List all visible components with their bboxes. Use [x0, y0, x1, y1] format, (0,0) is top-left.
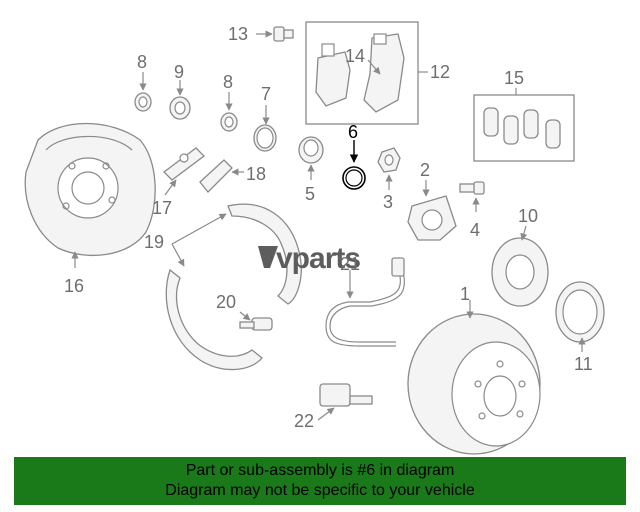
part-9-seal[interactable]: [169, 80, 191, 120]
part-8-washer-right[interactable]: [220, 92, 238, 132]
part-16-backing-plate[interactable]: [24, 122, 156, 269]
part-5-dust-cap[interactable]: [298, 136, 324, 180]
callout-16: 16: [64, 276, 84, 296]
part-2-hub-flange[interactable]: [407, 180, 457, 241]
callout-9: 9: [174, 62, 184, 82]
callout-22: 22: [294, 411, 314, 431]
part-4-hub-bolt[interactable]: [459, 181, 485, 212]
callout-20: 20: [216, 292, 236, 312]
part-17-adjuster-lever[interactable]: [163, 147, 205, 196]
callout-13: 13: [228, 24, 248, 44]
callout-6-highlighted: 6: [348, 122, 358, 142]
part-19-brake-shoes[interactable]: [165, 203, 302, 371]
part-7-o-ring[interactable]: [253, 105, 277, 152]
callout-10: 10: [518, 206, 538, 226]
part-3-nut[interactable]: [377, 147, 401, 190]
part-10-dust-shield[interactable]: [491, 225, 549, 307]
callout-4: 4: [470, 220, 480, 240]
banner-line-disclaimer: Diagram may not be specific to your vehi…: [165, 482, 475, 499]
part-11-gasket[interactable]: [555, 281, 605, 352]
part-12-caliper-assembly[interactable]: [305, 21, 428, 125]
callout-17: 17: [152, 198, 172, 218]
part-6-snap-ring[interactable]: [342, 140, 366, 190]
part-18-adjuster[interactable]: [199, 159, 244, 193]
fitment-notice-banner: Part or sub-assembly is #6 in diagram Di…: [14, 457, 626, 505]
part-20-spring[interactable]: [239, 311, 273, 331]
watermark-logo-icon: [258, 246, 278, 268]
part-8-washer-left[interactable]: [134, 72, 152, 112]
callout-12: 12: [430, 62, 450, 82]
callout-5: 5: [305, 184, 315, 204]
callout-15: 15: [504, 68, 524, 88]
part-22-speed-sensor[interactable]: [317, 383, 373, 421]
part-21-brake-line[interactable]: [325, 257, 405, 347]
callout-19: 19: [144, 232, 164, 252]
part-13-bolt[interactable]: [256, 26, 294, 42]
callout-18: 18: [246, 164, 266, 184]
callout-8-left: 8: [137, 52, 147, 72]
part-1-brake-rotor[interactable]: [407, 300, 541, 455]
callout-7: 7: [261, 84, 271, 104]
callout-1: 1: [460, 284, 470, 304]
callout-2: 2: [420, 160, 430, 180]
callout-11: 11: [574, 354, 593, 374]
banner-line-part-info: Part or sub-assembly is #6 in diagram: [185, 462, 455, 479]
watermark-text: vparts: [276, 242, 360, 275]
part-15-brake-pads[interactable]: [473, 88, 575, 162]
callout-8-right: 8: [223, 72, 233, 92]
callout-21: 21: [340, 254, 360, 274]
callout-3: 3: [383, 192, 393, 212]
callout-14: 14: [345, 46, 365, 66]
